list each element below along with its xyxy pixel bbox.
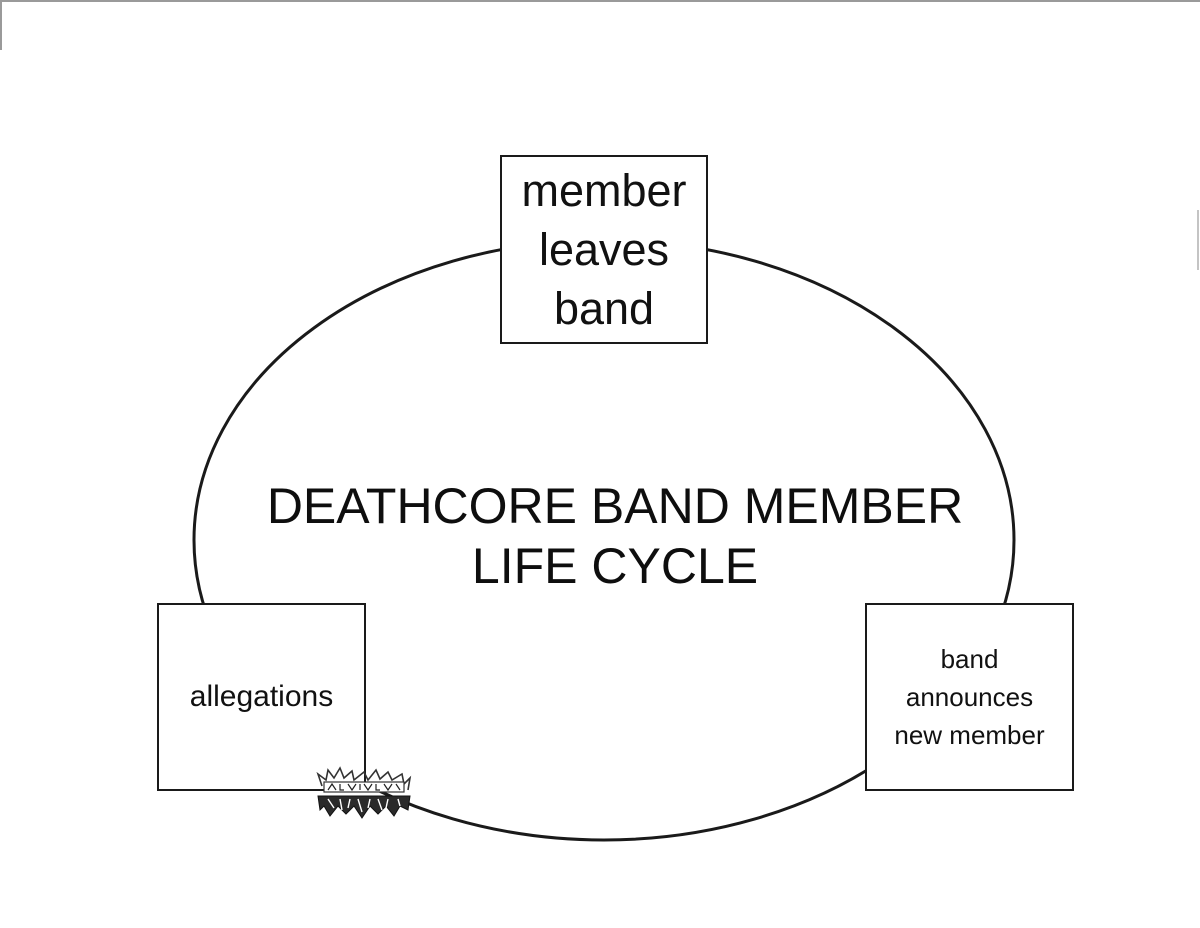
image-border-left bbox=[0, 0, 2, 50]
watermark-logo bbox=[316, 766, 412, 819]
diagram-title: DEATHCORE BAND MEMBER LIFE CYCLE bbox=[266, 478, 964, 594]
image-border-right bbox=[1197, 210, 1199, 270]
stage-allegations: allegations bbox=[157, 603, 366, 791]
image-border-top bbox=[0, 0, 1200, 2]
stage-member-leaves-band: member leaves band bbox=[500, 155, 708, 344]
stage-band-announces-new-member: band announces new member bbox=[865, 603, 1074, 791]
